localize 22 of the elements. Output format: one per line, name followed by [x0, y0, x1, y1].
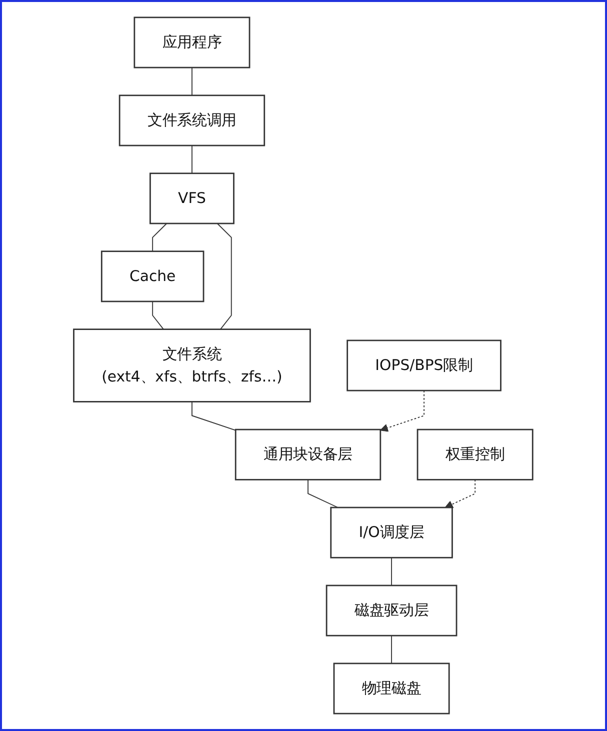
connector: [391, 635, 392, 664]
node-box: Cache: [101, 250, 205, 302]
node-box: 权重控制: [417, 428, 534, 480]
node-box: 应用程序: [134, 16, 251, 68]
connector: [192, 67, 193, 96]
connector: [391, 557, 392, 586]
node-box: 文件系统 (ext4、xfs、btrfs、zfs…): [73, 328, 312, 402]
connector: [308, 479, 339, 508]
arrow: [445, 479, 476, 508]
node-box: IOPS/BPS限制: [346, 340, 502, 392]
connector: [192, 145, 193, 174]
connector: [192, 401, 236, 431]
connector: [217, 223, 232, 330]
node-box: 物理磁盘: [334, 662, 450, 714]
connector: [152, 301, 164, 330]
node-box: 磁盘驱动层: [326, 584, 458, 636]
connector: [152, 223, 168, 252]
arrow: [380, 390, 425, 432]
node-box: 文件系统调用: [119, 94, 266, 146]
node-box: I/O调度层: [330, 506, 454, 558]
node-box: VFS: [150, 172, 235, 224]
node-box: 通用块设备层: [235, 428, 382, 480]
